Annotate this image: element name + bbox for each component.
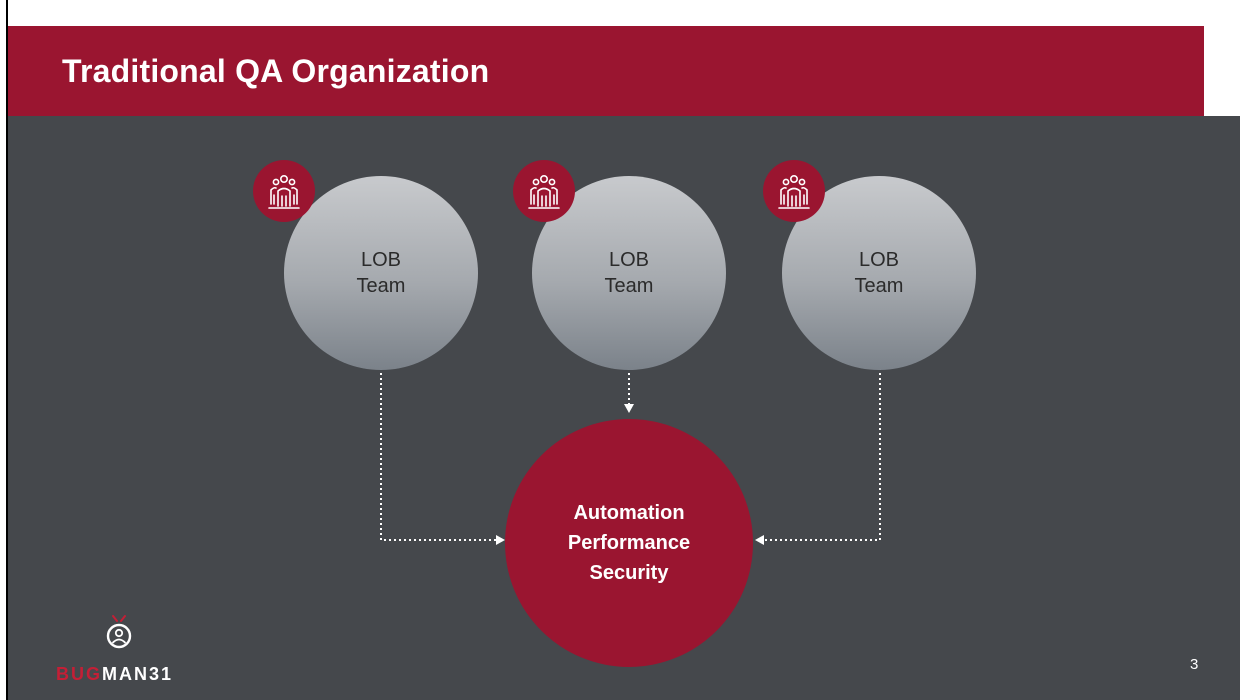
top-strip	[8, 0, 1240, 26]
lob-team-2-line1: LOB	[608, 249, 650, 271]
hub-line-security: Security	[589, 562, 669, 584]
connector-right	[764, 368, 881, 541]
lob-team-1: LOB Team	[284, 176, 478, 370]
connector-arrows	[380, 368, 881, 545]
connector-left	[380, 368, 496, 541]
lob-team-2-line2: Team	[604, 275, 654, 297]
lob-team-1-line2: Team	[356, 275, 406, 297]
title-bar-end	[1204, 26, 1240, 116]
title-bar	[8, 26, 1204, 116]
arrowhead-middle	[624, 404, 634, 413]
arrowhead-left	[496, 535, 505, 545]
arrowhead-right	[755, 535, 764, 545]
lob-team-3-line2: Team	[854, 275, 904, 297]
lob-team-3-line1: LOB	[858, 249, 900, 271]
logo-text-man31: MAN31	[102, 664, 174, 684]
logo-text-bug: BUG	[56, 664, 102, 684]
team-people-icon	[253, 160, 315, 222]
team-people-icon	[513, 160, 575, 222]
hub-line-automation: Automation	[573, 502, 685, 524]
slide-title: Traditional QA Organization	[62, 53, 490, 89]
team-people-icon	[763, 160, 825, 222]
bugman-head-icon	[106, 615, 132, 649]
page-number: 3	[1190, 656, 1199, 673]
bugman31-logo: BUGMAN31	[56, 664, 173, 685]
hub-line-performance: Performance	[567, 532, 691, 554]
slide: Traditional QA Organization LOB Team	[6, 0, 1240, 700]
lob-team-1-line1: LOB	[360, 249, 402, 271]
central-qa-hub: Automation Performance Security	[505, 419, 753, 667]
